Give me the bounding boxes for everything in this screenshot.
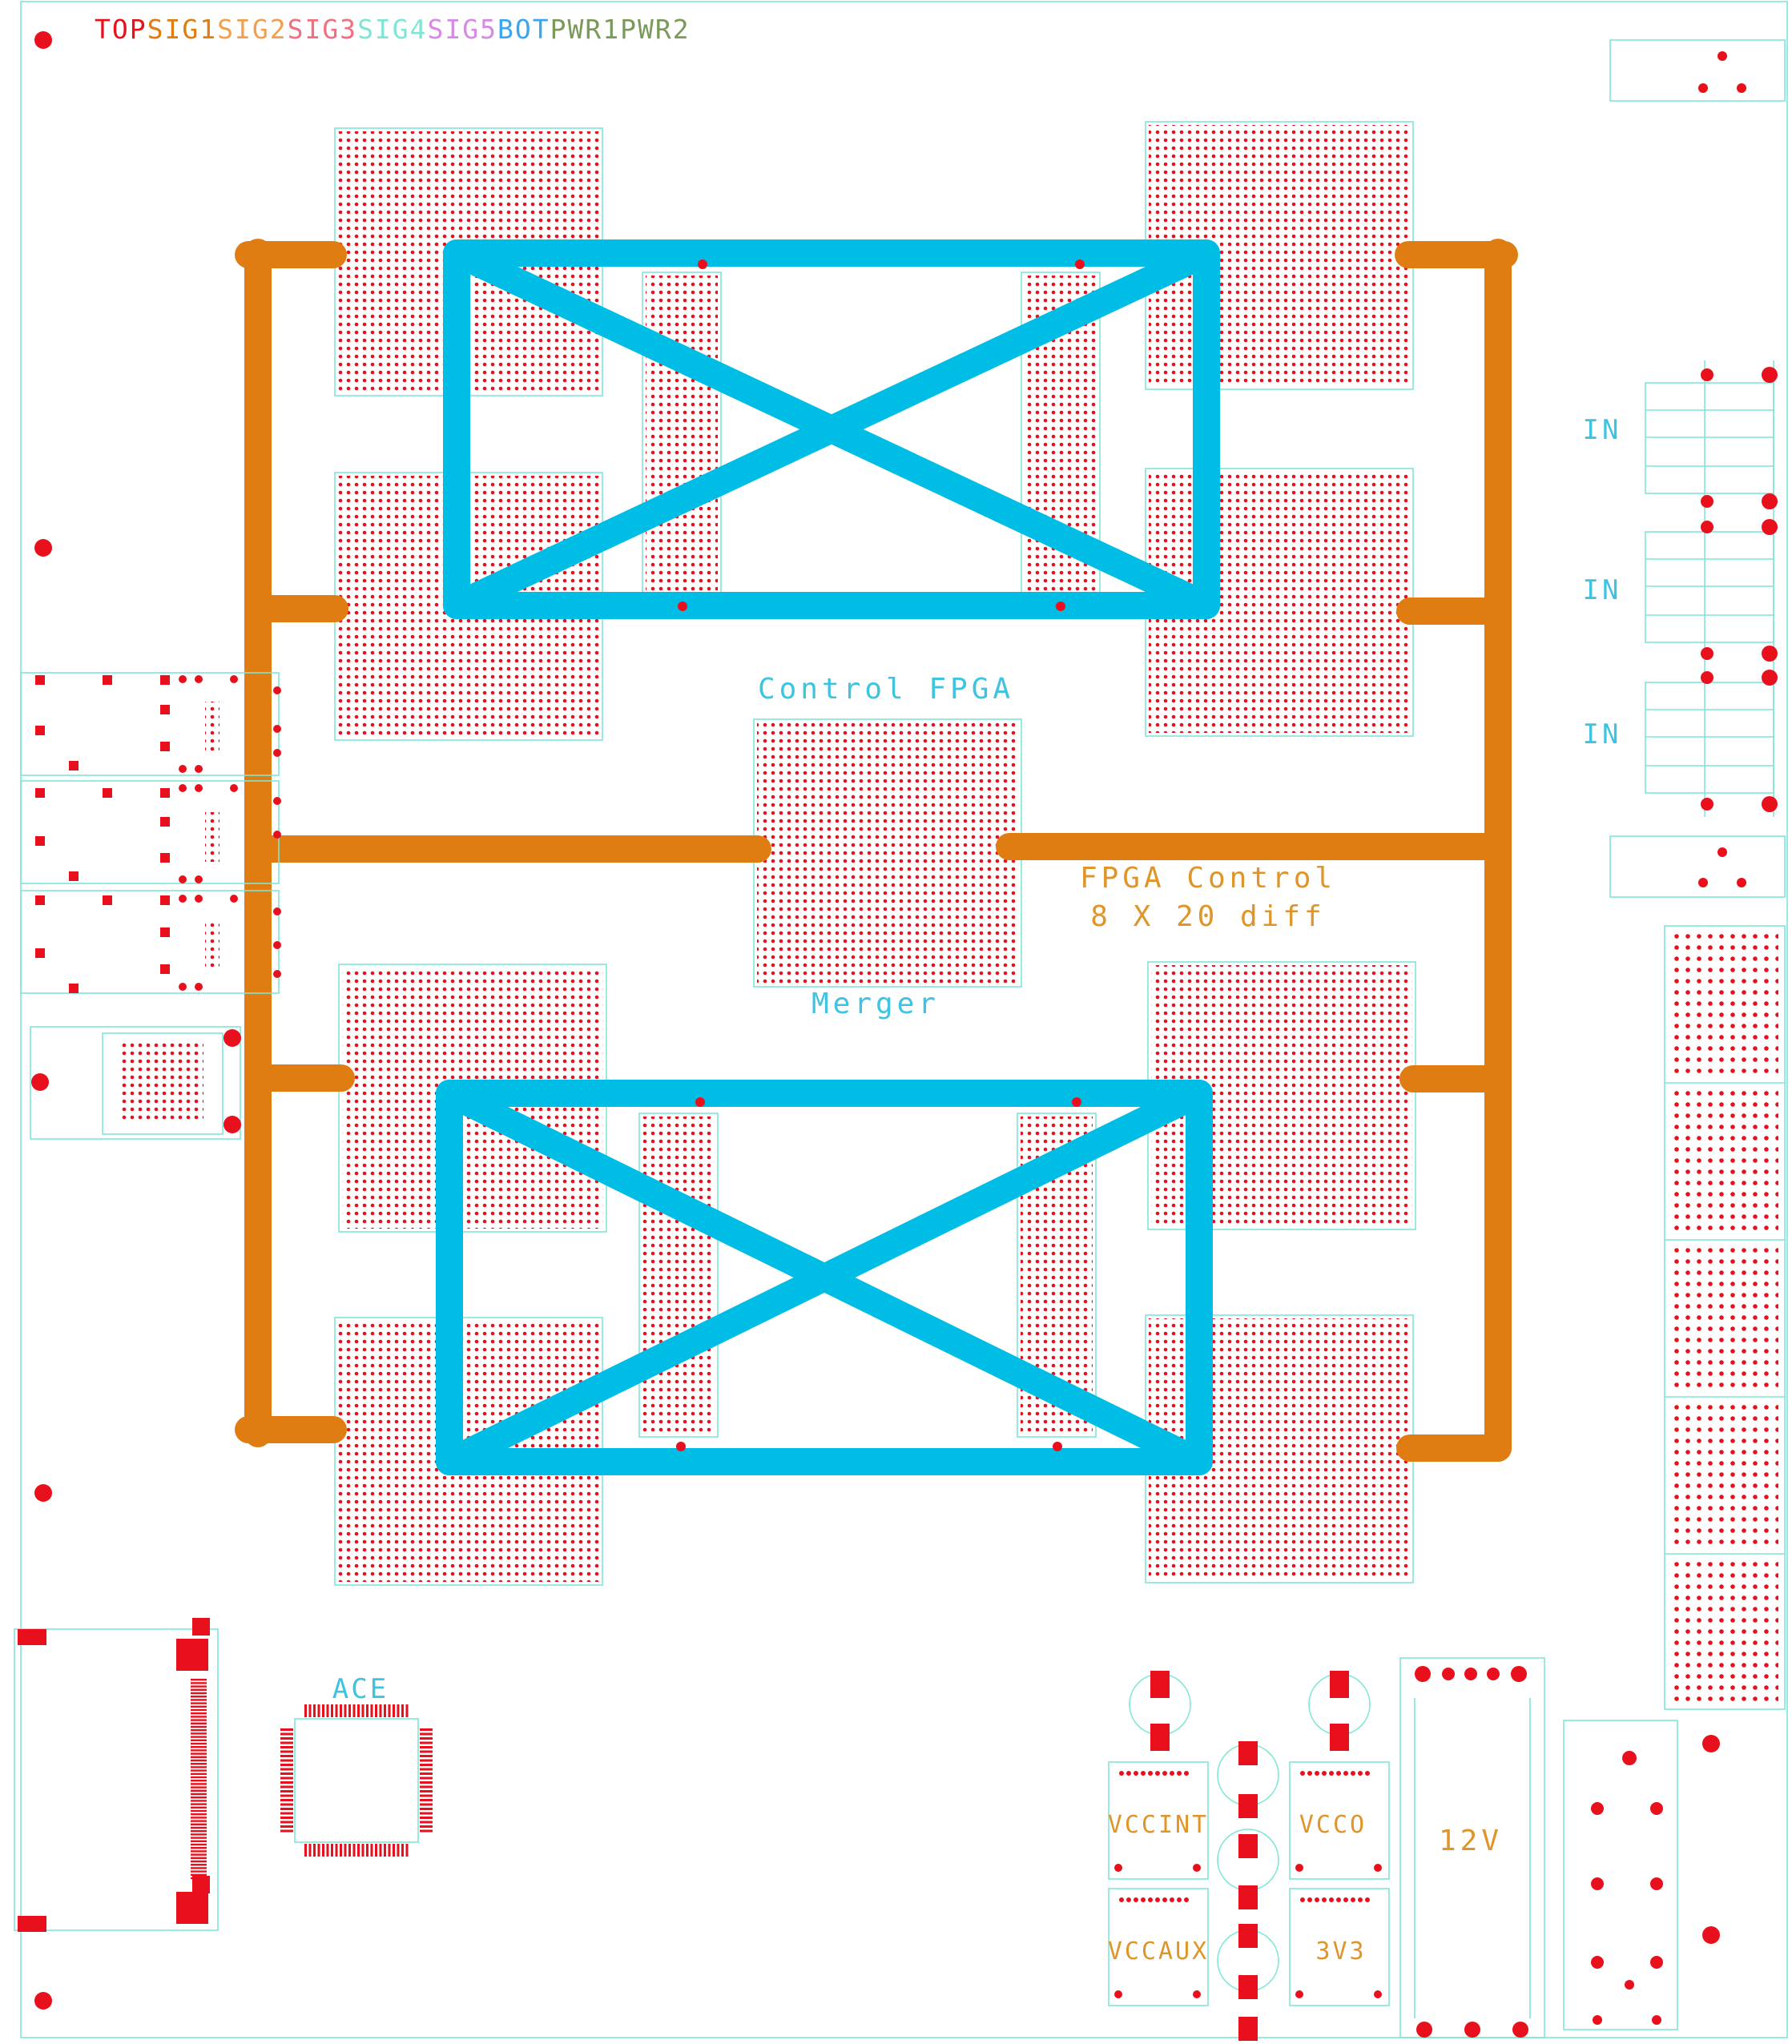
- legend-pwr1: PWR1: [550, 14, 620, 45]
- board-outline: [20, 1, 1788, 2038]
- diff-pairs-label: 8 X 20 diff: [1090, 900, 1325, 933]
- in-label-2: IN: [1583, 574, 1622, 606]
- left-connectors: [20, 672, 281, 994]
- legend-bot: BOT: [497, 14, 550, 45]
- left-small-module: [30, 1026, 241, 1140]
- right-mid-component: [1609, 835, 1786, 898]
- vccaux-label: VCCAUX: [1108, 1937, 1209, 1966]
- bga-memory-bottom-left: [642, 1117, 715, 1434]
- layer-legend: TOPSIG1SIG2SIG3SIG4SIG5BOTPWR1PWR2: [95, 14, 691, 45]
- legend-sig2: SIG2: [217, 14, 287, 45]
- merger-label: Merger: [811, 988, 940, 1020]
- bga-merger: [757, 722, 1018, 984]
- in-label-1: IN: [1583, 414, 1622, 446]
- legend-top: TOP: [95, 14, 147, 45]
- card-connector-pins: [191, 1679, 207, 1880]
- in-connectors: [1645, 360, 1778, 817]
- fpga-control-label: FPGA Control: [1080, 862, 1336, 895]
- legend-sig5: SIG5: [428, 14, 497, 45]
- bottom-left-card-connector: [14, 1618, 219, 1932]
- 12v-label: 12V: [1439, 1825, 1503, 1857]
- cyan-interconnect-bottom: [436, 1080, 1213, 1475]
- legend-pwr2: PWR2: [620, 14, 690, 45]
- mounting-holes: [31, 31, 1720, 2010]
- vcco-label: VCCO: [1299, 1811, 1367, 1839]
- legend-sig1: SIG1: [147, 14, 217, 45]
- vias: [676, 260, 1085, 1451]
- regulator-pin-rows: [1119, 1771, 1370, 1902]
- orange-control-bus: [235, 239, 1518, 1462]
- bga-memory-top-left: [646, 276, 718, 593]
- ace-chip-pins: [280, 1704, 433, 1857]
- ace-label: ACE: [332, 1673, 389, 1705]
- ace-chip-body: [294, 1718, 419, 1843]
- right-edge-connector: [1664, 925, 1786, 1710]
- legend-sig4: SIG4: [357, 14, 427, 45]
- 3v3-label: 3V3: [1315, 1937, 1366, 1966]
- power-section: [1108, 1657, 1545, 2041]
- control-fpga-label: Control FPGA: [758, 673, 1014, 706]
- in-label-3: IN: [1583, 718, 1622, 750]
- bottom-right-component: [1563, 1720, 1678, 2030]
- legend-sig3: SIG3: [288, 14, 357, 45]
- top-right-component: [1609, 39, 1786, 102]
- cyan-interconnect-top: [443, 239, 1220, 619]
- vccint-label: VCCINT: [1108, 1811, 1209, 1839]
